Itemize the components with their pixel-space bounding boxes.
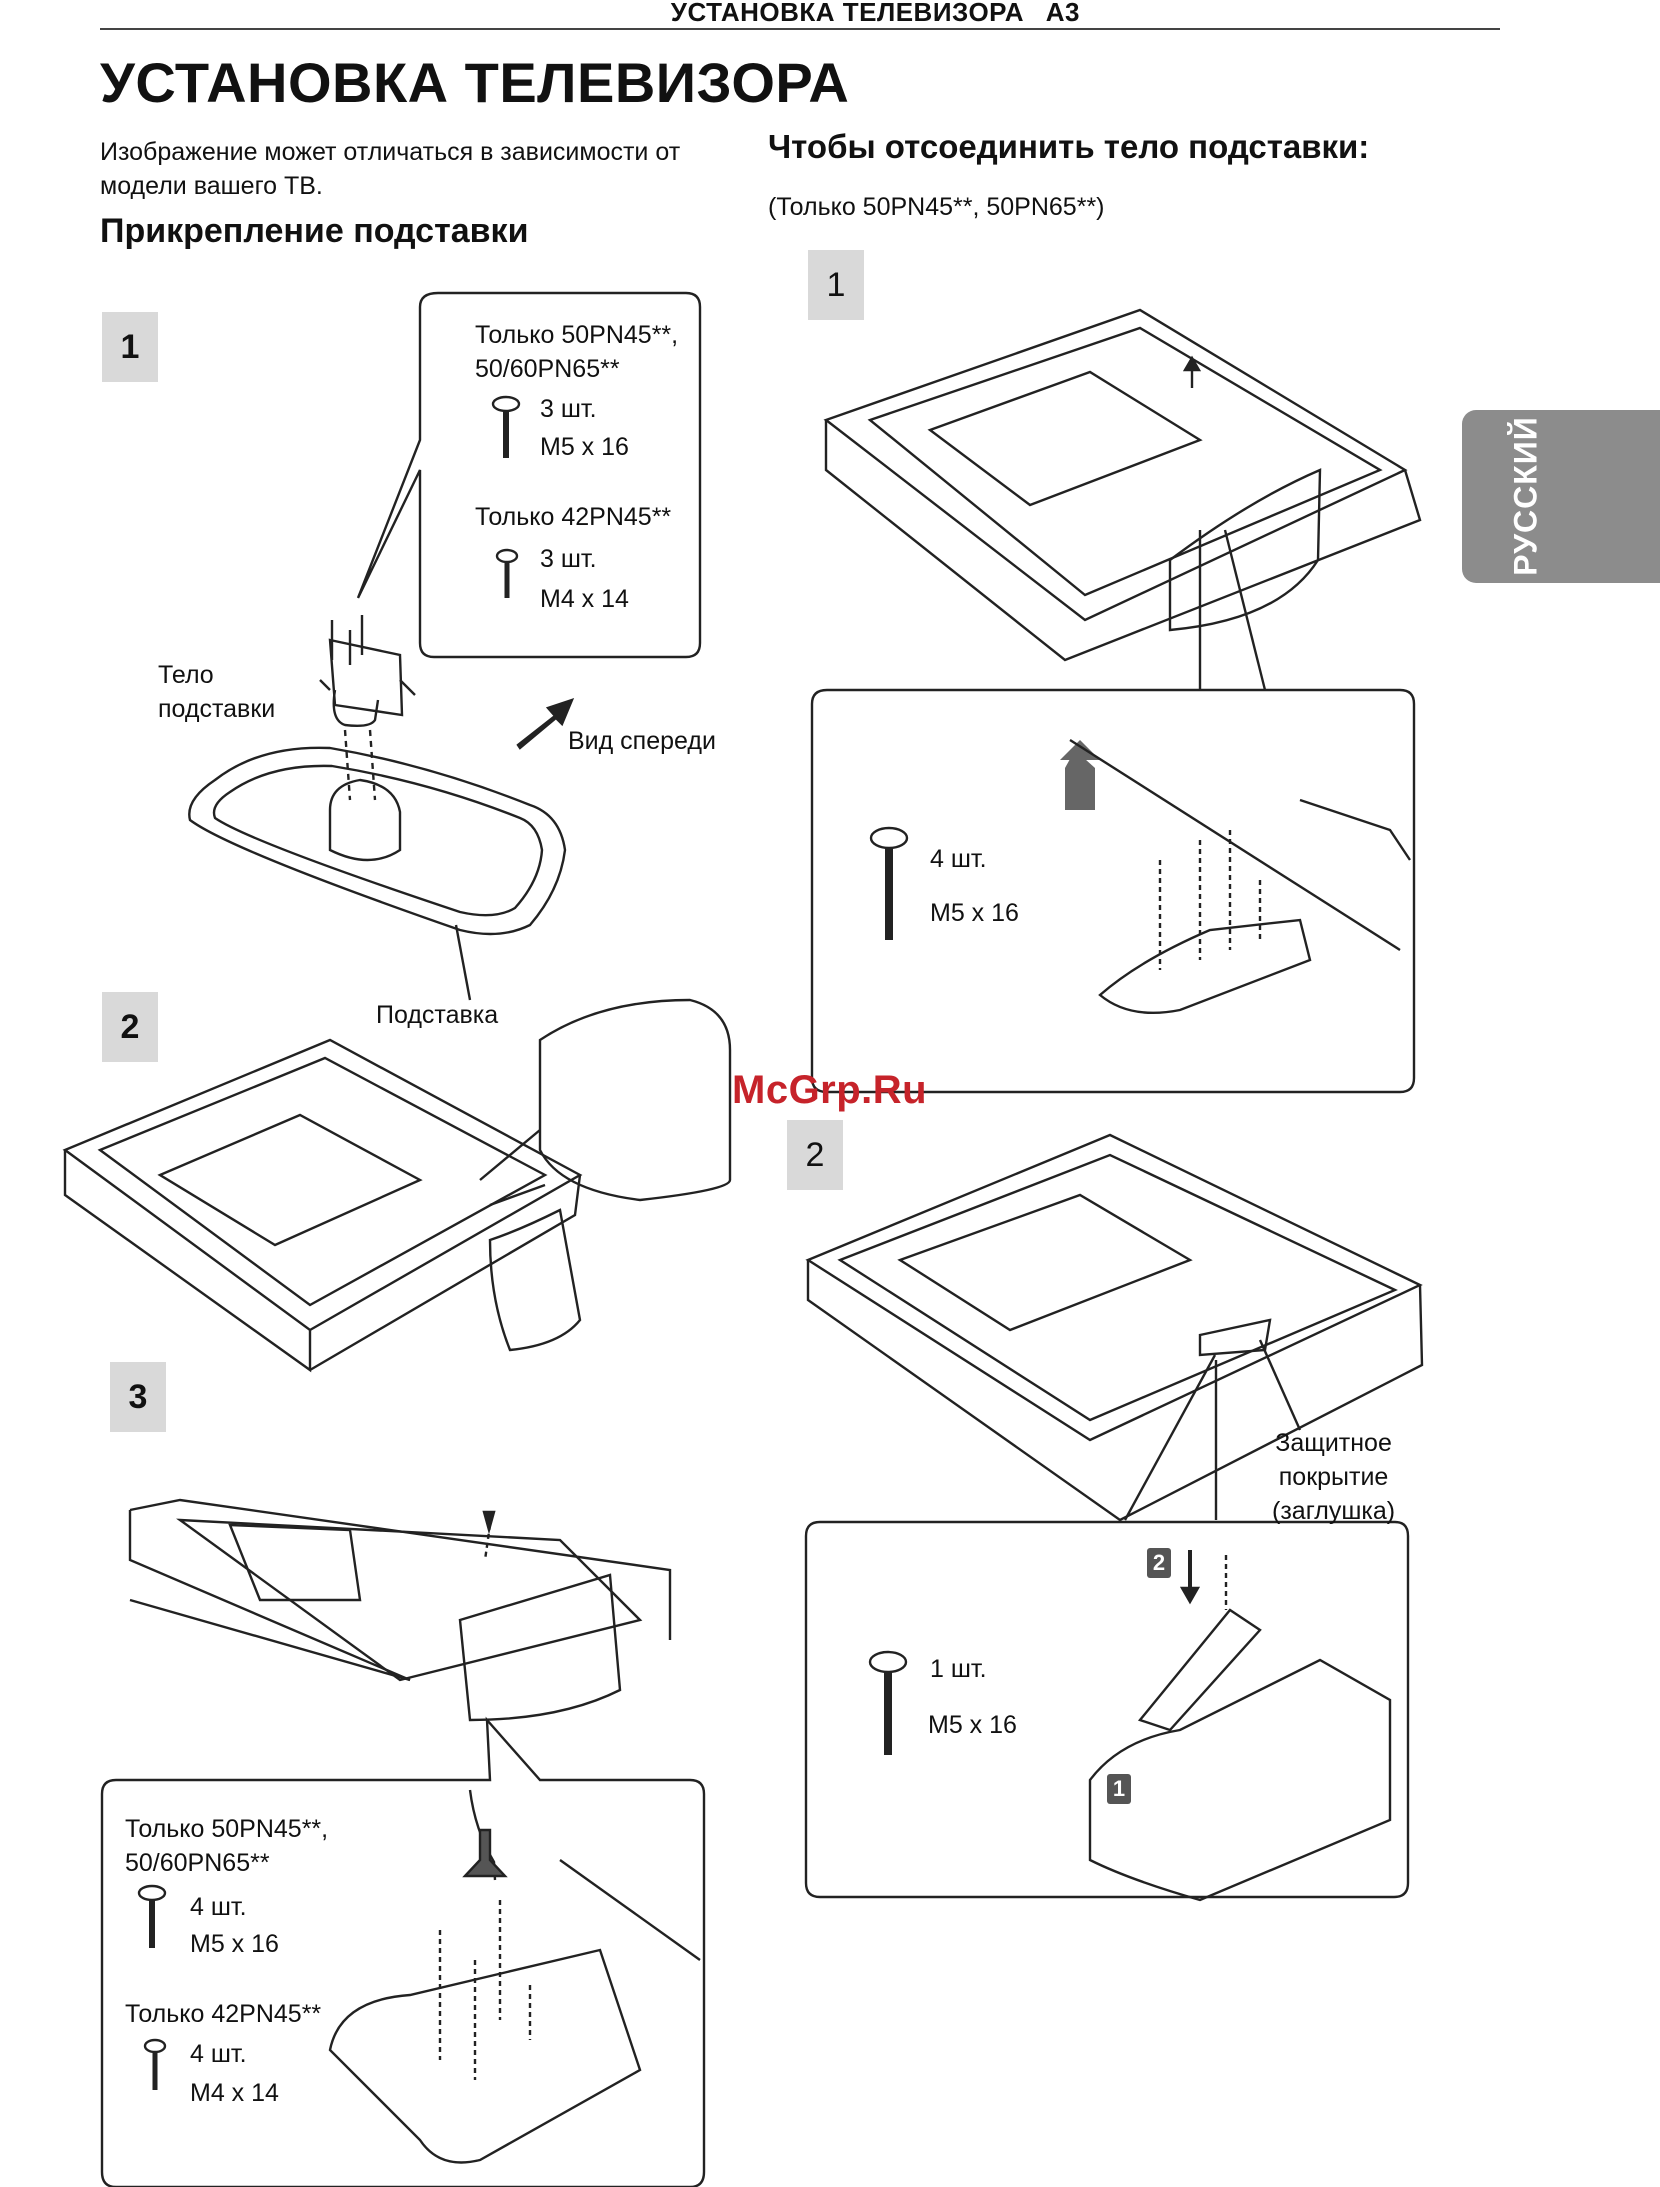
- attach-step-1-badge: 1: [102, 312, 158, 382]
- detach-step2-drawing: [805, 1133, 1424, 1522]
- screw-icon: [495, 548, 519, 598]
- detach-step2-callout: [804, 1520, 1410, 1902]
- detach-substep-2-badge: 2: [1147, 1548, 1171, 1578]
- running-header: УСТАНОВКА ТЕЛЕВИЗОРА A3: [671, 0, 1080, 28]
- step1-size-b: M4 x 14: [540, 585, 629, 613]
- screw-icon: [868, 1650, 908, 1755]
- screw-icon: [143, 2038, 167, 2090]
- step3-qty-b: 4 шт.: [190, 2040, 247, 2068]
- front-view-label: Вид спереди: [568, 727, 716, 755]
- screw-icon: [137, 1884, 167, 1948]
- step3-size-b: M4 x 14: [190, 2079, 279, 2107]
- detach-substep-1-badge: 1: [1107, 1774, 1131, 1804]
- header-rule: [100, 28, 1500, 30]
- detach-step2-qty: 1 шт.: [930, 1655, 987, 1683]
- stand-base-drawing: [188, 746, 567, 1001]
- detach-models-note: (Только 50PN45**, 50PN65**): [768, 193, 1105, 221]
- stand-body-label: Тело подставки: [158, 661, 276, 723]
- step1-size-a: M5 x 16: [540, 433, 629, 461]
- step3-size-a: M5 x 16: [190, 1930, 279, 1958]
- page-title: УСТАНОВКА ТЕЛЕВИЗОРА: [100, 51, 850, 114]
- attach-step-3-badge: 3: [110, 1362, 166, 1432]
- intro-text: Изображение может отличаться в зависимос…: [100, 138, 681, 200]
- detach-section-title: Чтобы отсоединить тело подставки:: [768, 128, 1370, 165]
- step3-models-b: Только 42PN45**: [125, 2000, 322, 2028]
- step1-models-b: Только 42PN45**: [475, 503, 672, 531]
- attach-section-title: Прикрепление подставки: [100, 212, 529, 250]
- running-header-title: УСТАНОВКА ТЕЛЕВИЗОРА: [670, 0, 1025, 27]
- step1-qty-a: 3 шт.: [540, 395, 597, 423]
- stand-body-drawing: [319, 615, 416, 801]
- detach-step-1-badge: 1: [808, 250, 864, 320]
- step1-models-a: Только 50PN45**, 50/60PN65**: [475, 321, 679, 383]
- detach-step-2-badge: 2: [787, 1120, 843, 1190]
- attach-step1-callout: [356, 291, 702, 659]
- step3-qty-a: 4 шт.: [190, 1893, 247, 1921]
- detach-step1-drawing: [823, 308, 1422, 691]
- screw-icon: [869, 826, 909, 940]
- attach-step-2-badge: 2: [102, 992, 158, 1062]
- stand-label: Подставка: [376, 1001, 499, 1029]
- front-view-arrow-icon: [516, 698, 575, 750]
- detach-step1-size: M5 x 16: [930, 899, 1019, 927]
- screw-icon: [491, 395, 521, 458]
- detach-step1-callout: [810, 688, 1416, 1094]
- watermark: McGrp.Ru: [732, 1068, 928, 1112]
- step1-qty-b: 3 шт.: [540, 545, 597, 573]
- attach-step2-drawing: [62, 998, 732, 1373]
- language-tab: РУССКИЙ: [1462, 410, 1660, 583]
- detach-step2-size: M5 x 16: [928, 1711, 1017, 1739]
- protective-cover-label: Защитное покрытие (заглушка): [1272, 1429, 1396, 1525]
- detach-step1-qty: 4 шт.: [930, 845, 987, 873]
- page-number: A3: [1045, 0, 1080, 27]
- attach-step3-drawing: [128, 1498, 672, 1722]
- step3-models-a: Только 50PN45**, 50/60PN65**: [125, 1815, 329, 1877]
